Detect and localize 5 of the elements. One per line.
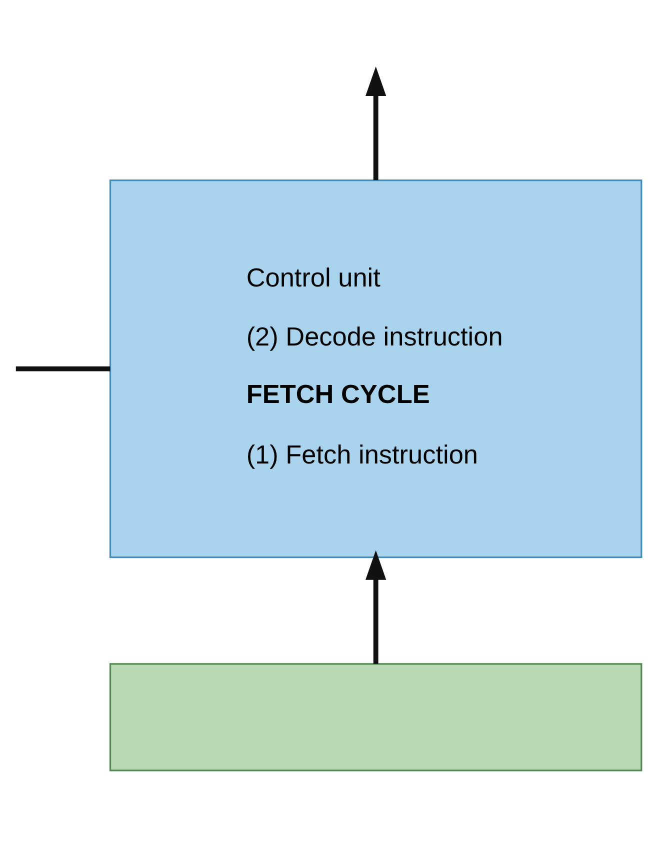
connector [16, 366, 110, 371]
arrow [365, 66, 386, 180]
arrow [365, 550, 386, 664]
node-box [109, 662, 642, 771]
node-box: Control unit (2) Decode instruction FETCH CYCLE (1) Fetch instruction [109, 178, 642, 558]
